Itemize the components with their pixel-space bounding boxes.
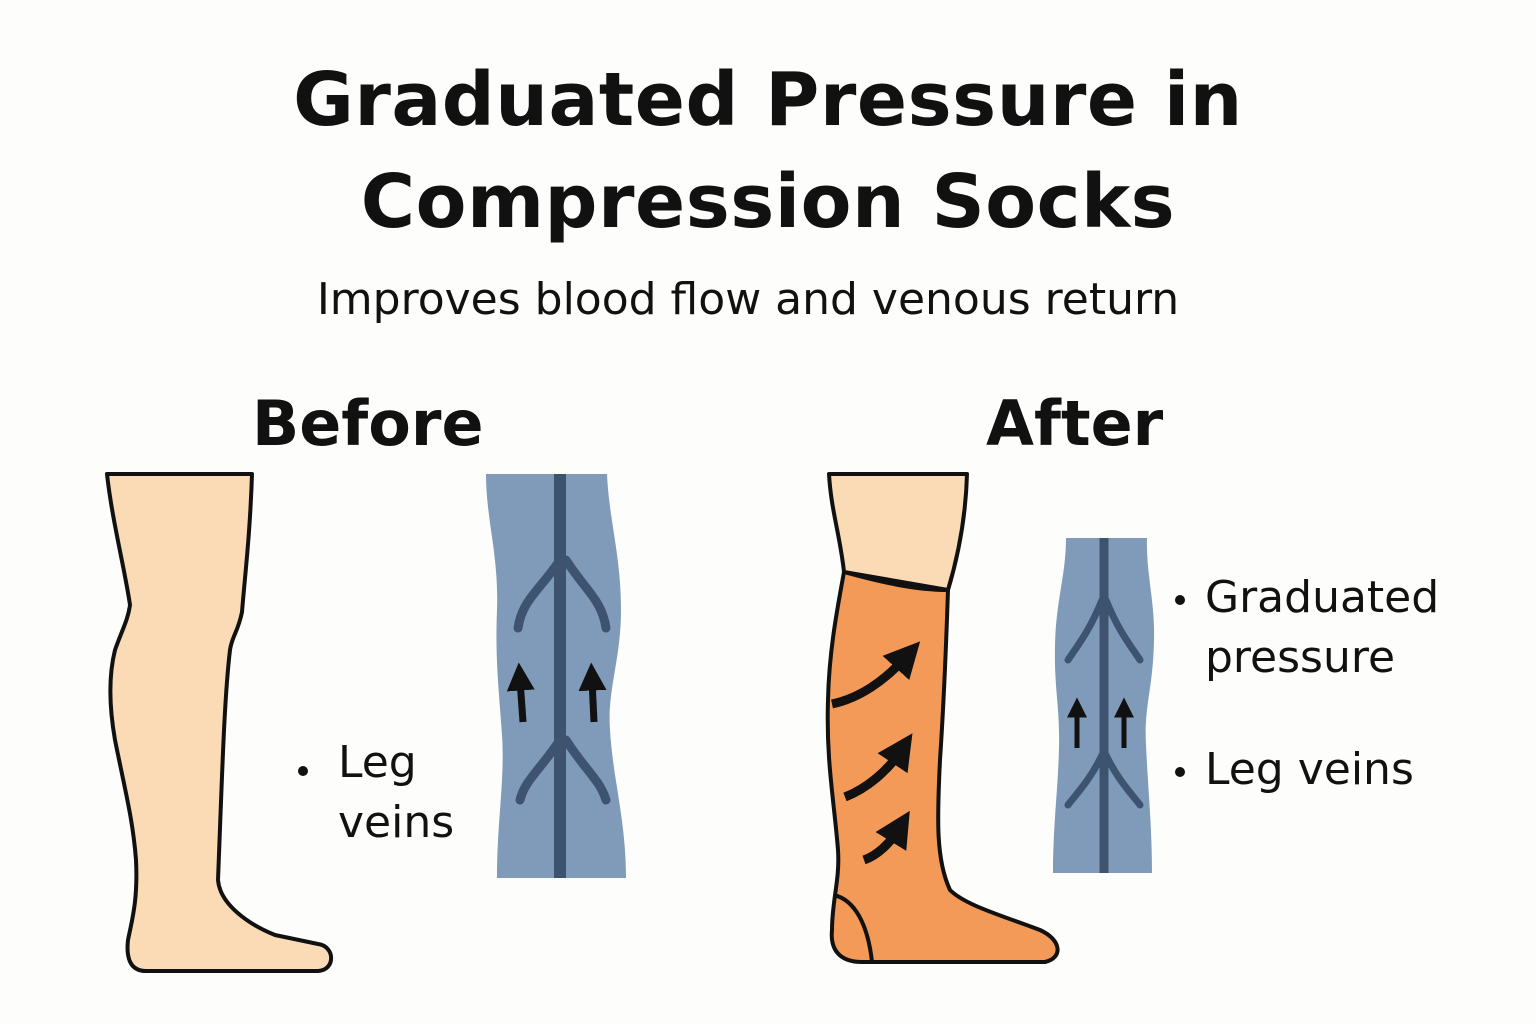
after-vein-branch-lower-right [1102, 751, 1144, 809]
before-vein-branch-right [561, 555, 611, 633]
title-line-2: Compression Socks [360, 159, 1176, 245]
after-bullet-graduated-pressure: Graduated pressure [1175, 568, 1440, 688]
pressure-arrow-top [830, 641, 921, 709]
after-bullet-2: Leg veins [1205, 744, 1414, 795]
before-flow-arrow-right [578, 662, 607, 723]
sock-heel-line [833, 893, 874, 963]
after-vein-branch-left [1064, 596, 1106, 664]
after-heading: After [986, 387, 1164, 460]
before-vein-diagram [486, 474, 626, 878]
before-vein-branch-lower-left [515, 735, 565, 805]
after-vein-branch-right [1102, 596, 1144, 664]
before-heading: Before [252, 387, 484, 460]
before-bullet-line-1: Leg [338, 737, 417, 788]
after-bullet-1-line-1: Graduated [1205, 572, 1440, 623]
bare-leg [105, 472, 334, 974]
compression-sock [825, 570, 1060, 964]
after-vein-diagram [1053, 538, 1155, 873]
title-line-1: Graduated Pressure in [293, 57, 1243, 143]
after-vein-branch-lower-left [1064, 751, 1106, 809]
subtitle: Improves blood flow and venous return [316, 274, 1180, 325]
after-bullet-leg-veins: Leg veins [1175, 740, 1414, 800]
sock-leg-illustration [825, 472, 1060, 964]
before-bullet-leg-veins: Leg veins [298, 733, 455, 853]
after-bullet-1-line-2: pressure [1205, 632, 1396, 683]
pressure-arrow-middle [843, 733, 913, 802]
bullet-dot [298, 766, 308, 776]
pressure-arrow-bottom [862, 810, 910, 865]
bullet-dot [1175, 767, 1185, 777]
before-bullet-line-2: veins [338, 797, 455, 848]
before-flow-arrow-left [506, 662, 535, 723]
bare-leg-illustration [105, 472, 334, 974]
before-vein-branch-lower-right [561, 735, 611, 805]
before-vein-branch-left [513, 555, 565, 633]
bullet-dot [1175, 595, 1185, 605]
